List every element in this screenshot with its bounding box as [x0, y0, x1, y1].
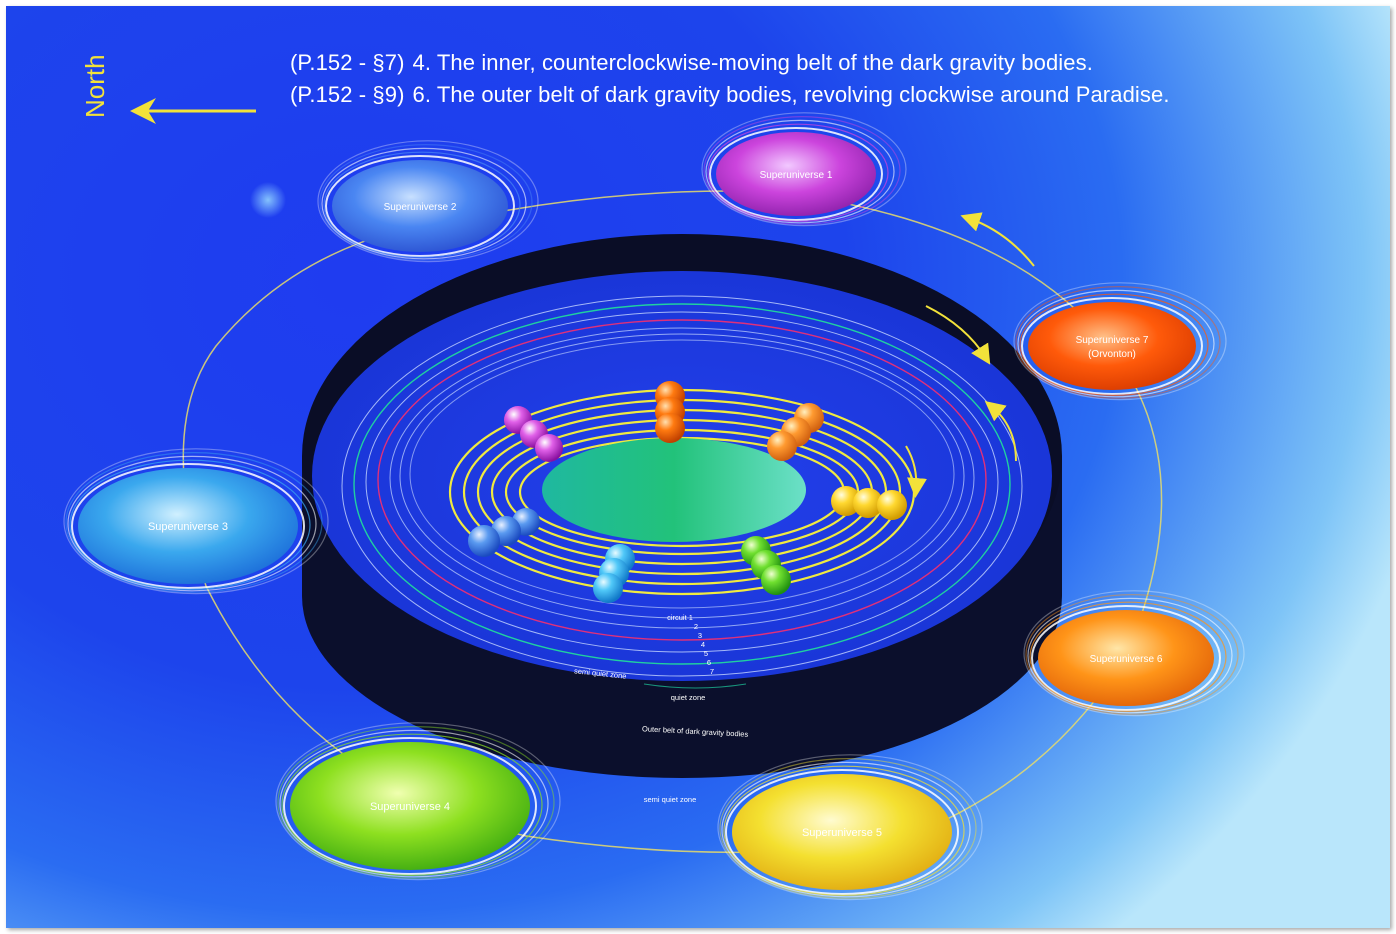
semi-quiet-zone-outer-label: semi quiet zone	[644, 795, 697, 804]
circuit-label: 6	[707, 658, 711, 667]
gravity-bodies-cyan	[593, 544, 635, 603]
superuniverse-ring	[1027, 597, 1233, 714]
gravity-bodies-light-orange	[767, 403, 824, 461]
circuit-label: 4	[701, 640, 705, 649]
superuniverse-ring	[279, 729, 549, 878]
superuniverse-ring	[71, 463, 305, 589]
superuniverse-ring	[283, 737, 537, 875]
superuniverse-ring	[1013, 282, 1227, 401]
superuniverse-ring	[1031, 605, 1221, 711]
superuniverse-ring	[1023, 590, 1245, 717]
superuniverse-ring	[721, 761, 971, 898]
superuniverse-label: Superuniverse 2	[384, 202, 457, 213]
superuniverse-7: Superuniverse 7 (Orvonton)	[1013, 282, 1227, 401]
superuniverse-6: Superuniverse 6	[1023, 590, 1245, 717]
gravity-bodies-green	[741, 536, 791, 595]
superuniverse-2: Superuniverse 2	[317, 140, 539, 263]
superuniverse-ring	[1029, 601, 1227, 713]
superuniverse-ring	[325, 155, 515, 257]
superuniverse-ring	[317, 140, 539, 263]
superuniverse-ring	[701, 112, 907, 227]
paradise-island	[542, 438, 806, 542]
zone-rings	[341, 295, 1023, 677]
superuniverse-ring	[1015, 286, 1221, 399]
circuit-label: 3	[698, 631, 702, 640]
gravity-bodies-orange	[655, 381, 685, 443]
glow-dot	[250, 182, 286, 218]
circuit-label: 7	[710, 667, 714, 676]
caption-text: 4. The inner, counterclockwise-moving be…	[412, 50, 1093, 75]
caption-outer-belt: (P.152 - §9) 6. The outer belt of dark gr…	[290, 82, 1170, 108]
superuniverse-ring	[63, 448, 329, 595]
superuniverse-ring	[1021, 297, 1203, 395]
gravity-bodies-blue	[468, 508, 540, 557]
superuniverse-ring	[65, 452, 323, 593]
gravity-bodies-purple	[504, 406, 563, 462]
belt-direction-arrows	[905, 212, 1035, 498]
superuniverse-sublabel: (Orvonton)	[1088, 349, 1136, 360]
superuniverse-ring	[725, 769, 959, 895]
superuniverse-ring	[319, 143, 533, 261]
caption-ref: (P.152 - §7)	[290, 50, 405, 75]
superuniverse-5: Superuniverse 5	[717, 754, 983, 901]
quiet-zone-label: quiet zone	[671, 693, 706, 702]
superuniverse-disc	[1038, 610, 1214, 706]
superuniverse-ring	[1019, 293, 1209, 396]
superuniverse-disc	[290, 742, 530, 870]
circuit-1-label: circuit 1	[667, 613, 693, 622]
superuniverse-ring	[723, 765, 965, 897]
superuniverse-ring	[281, 733, 543, 877]
inner-belt-marker	[643, 683, 747, 689]
superuniverse-4: Superuniverse 4	[275, 722, 561, 881]
superuniverse-ring	[705, 119, 895, 224]
superuniverse-ring	[321, 147, 527, 260]
superuniverse-disc	[732, 774, 952, 890]
superuniverse-label: Superuniverse 4	[370, 801, 450, 813]
superuniverse-label: Superuniverse 3	[148, 521, 228, 533]
superuniverse-disc	[1028, 302, 1196, 390]
superuniverse-label: Superuniverse 6	[1090, 654, 1163, 665]
superuniverse-ring	[277, 726, 555, 879]
superuniverse-ring	[275, 722, 561, 881]
superuniverse-label: Superuniverse 7	[1076, 335, 1149, 346]
superuniverse-ring	[719, 758, 977, 899]
superuniverse-disc	[716, 132, 876, 216]
circuit-label: 5	[704, 649, 708, 658]
caption-ref: (P.152 - §9)	[290, 82, 405, 107]
gravity-bodies-yellow	[831, 486, 907, 520]
superuniverse-ring	[323, 151, 521, 259]
circuit-label: 2	[694, 622, 698, 631]
superuniverse-3: Superuniverse 3	[63, 448, 329, 595]
superuniverse-ring	[67, 455, 317, 592]
superuniverse-label: Superuniverse 5	[802, 827, 882, 839]
superuniverse-disc	[78, 468, 298, 584]
diagram-canvas: (P.152 - §7) 4. The inner, counterclockwi…	[6, 6, 1390, 928]
superuniverse-ring	[703, 115, 901, 225]
universe-diagram: circuit 1 2 3 4 5 6 7 semi quiet zone qu…	[63, 98, 1245, 901]
caption-text: 6. The outer belt of dark gravity bodies…	[412, 82, 1170, 107]
superuniverse-ring	[1017, 289, 1215, 398]
superuniverse-1: Superuniverse 1	[701, 112, 907, 227]
superuniverse-ring	[709, 127, 883, 221]
superuniverse-ring	[707, 123, 889, 223]
superuniverse-ring	[1025, 594, 1239, 715]
caption-inner-belt: (P.152 - §7) 4. The inner, counterclockwi…	[290, 50, 1093, 76]
superuniverse-ring	[717, 754, 983, 901]
arrow-left-icon	[130, 98, 256, 124]
superuniverse-disc	[332, 160, 508, 252]
superuniverse-label: Superuniverse 1	[760, 170, 833, 181]
superuniverse-ring	[69, 459, 311, 590]
